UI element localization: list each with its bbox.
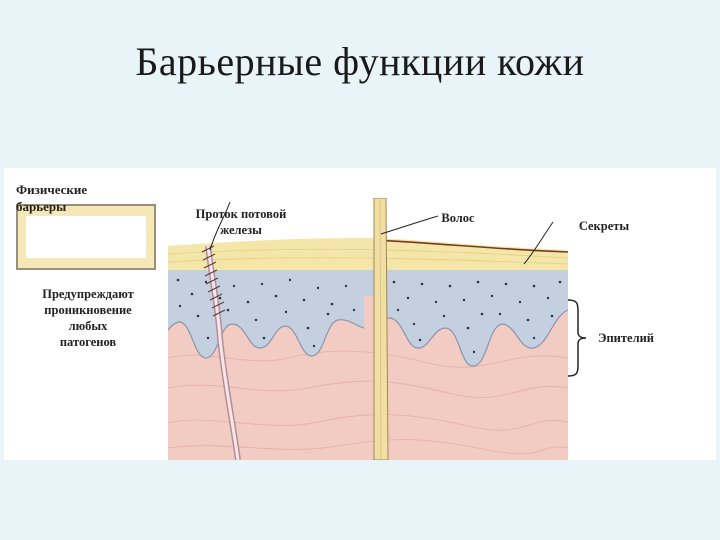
hair-shaft (373, 198, 389, 460)
secretions-film (375, 239, 568, 253)
epithelium-label: Эпителий (598, 331, 654, 345)
physical-barriers-box (16, 204, 156, 270)
epithelium-bracket (567, 299, 587, 377)
hair-label: Волос (441, 211, 475, 225)
sweat-duct-label: Проток потовой железы (195, 207, 287, 237)
leader-lines (209, 201, 554, 265)
secretions-label: Секреты (578, 219, 630, 233)
epidermis-layer (168, 268, 568, 366)
stratum-corneum-layer (168, 238, 568, 270)
skin-barrier-figure: Физические барьеры Предупреждают проникн… (4, 168, 716, 460)
barrier-description: Предупреждают проникновение любых патоге… (42, 287, 134, 349)
slide-title: Барьерные функции кожи (135, 39, 585, 84)
skin-cross-section (168, 198, 568, 460)
sweat-duct (201, 245, 241, 460)
physical-barriers-label: Физические барьеры (16, 182, 88, 214)
epidermis-cells (176, 278, 562, 354)
physical-barriers-box-inner (26, 216, 146, 258)
